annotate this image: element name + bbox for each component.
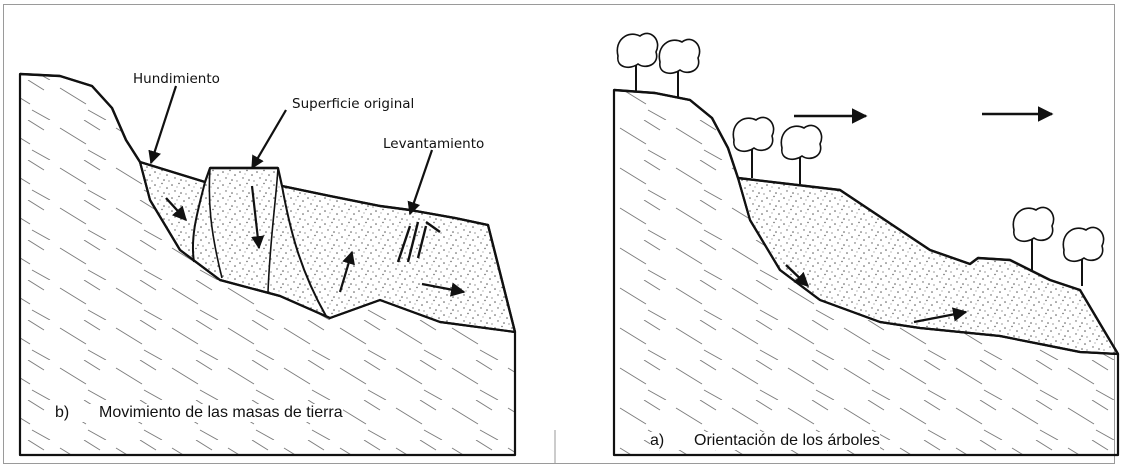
label-uplift: Levantamiento <box>383 136 484 152</box>
original-surface-pointer-icon <box>251 109 287 170</box>
uplift-pointer-icon <box>407 149 434 216</box>
figure-frame <box>3 4 1115 464</box>
caption-right-letter: a) <box>650 432 665 449</box>
uplift-cracks <box>396 221 441 263</box>
label-subsidence: Hundimiento <box>133 71 220 87</box>
caption-left-letter: b) <box>55 404 70 421</box>
right-panel <box>612 32 1120 457</box>
caption-left: b) Movimiento de las masas de tierra <box>55 404 343 422</box>
tree-icon <box>616 32 659 92</box>
movement-arrow-icon <box>338 250 355 293</box>
block-side-right <box>267 167 279 293</box>
tree-icon <box>732 116 775 178</box>
caption-left-text: Movimiento de las masas de tierra <box>99 404 343 421</box>
movement-arrow-icon <box>250 185 265 250</box>
tree-icon <box>658 38 701 98</box>
slip-plane-2 <box>281 185 327 317</box>
slip-plane-1 <box>191 181 206 263</box>
surface-line-right <box>613 88 1120 355</box>
movement-arrow-icon <box>785 264 810 287</box>
block-side-left <box>208 167 223 279</box>
label-original-surface: Superficie original <box>292 96 414 112</box>
left-panel: Hundimiento Superficie original Levantam… <box>18 71 517 457</box>
tree-icon <box>780 124 823 184</box>
movement-arrow-icon <box>165 197 187 222</box>
tree-icon <box>1012 206 1055 270</box>
movement-arrow-icon <box>421 282 466 297</box>
caption-right: a) Orientación de los árboles <box>650 432 880 450</box>
caption-right-text: Orientación de los árboles <box>694 432 880 449</box>
subsidence-pointer-icon <box>148 85 178 165</box>
tree-icon <box>1062 226 1105 286</box>
movement-arrow-icon <box>913 307 968 324</box>
